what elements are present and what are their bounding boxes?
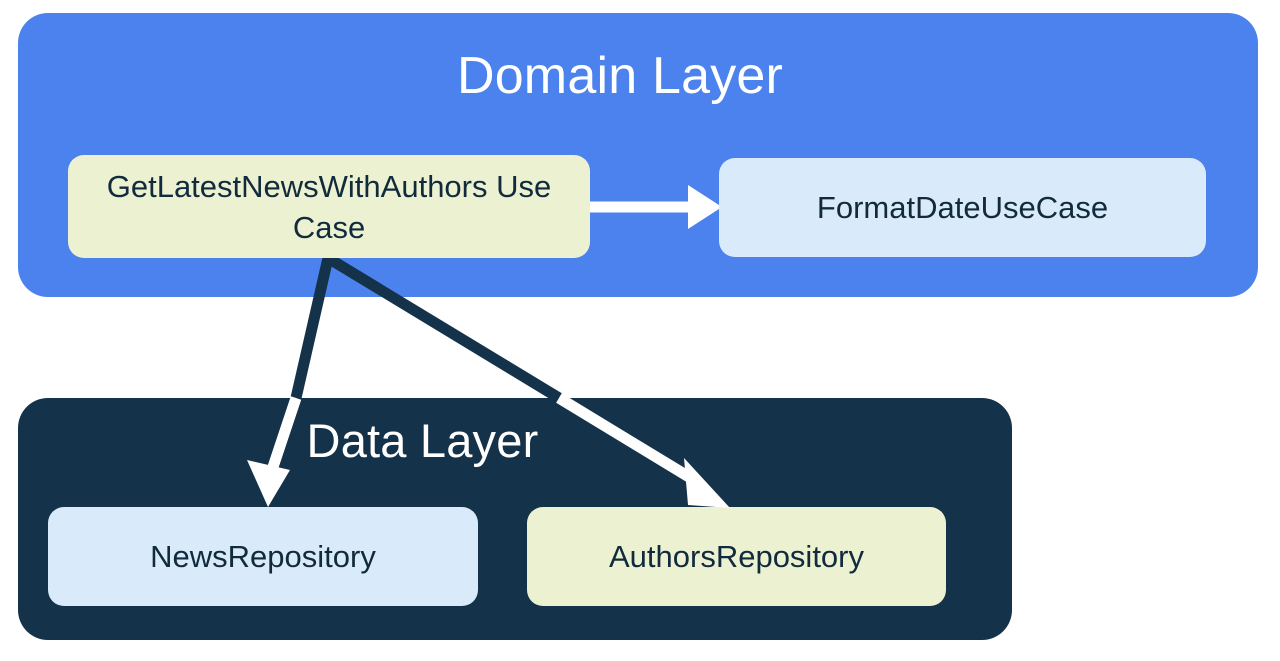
node-news-repository[interactable]: NewsRepository — [48, 507, 478, 606]
node-label: NewsRepository — [150, 539, 376, 574]
node-label: FormatDateUseCase — [816, 190, 1109, 225]
node-get-latest-news-with-authors-use-case[interactable]: GetLatestNewsWithAuthors Use Case — [68, 155, 590, 258]
node-authors-repository[interactable]: AuthorsRepository — [527, 507, 946, 606]
node-label: AuthorsRepository — [608, 539, 864, 574]
data-layer-title: Data Layer — [306, 414, 539, 467]
domain-layer-title: Domain Layer — [456, 47, 784, 105]
node-label: GetLatestNewsWithAuthors Use Case — [106, 168, 552, 245]
node-format-date-use-case[interactable]: FormatDateUseCase — [719, 158, 1206, 257]
